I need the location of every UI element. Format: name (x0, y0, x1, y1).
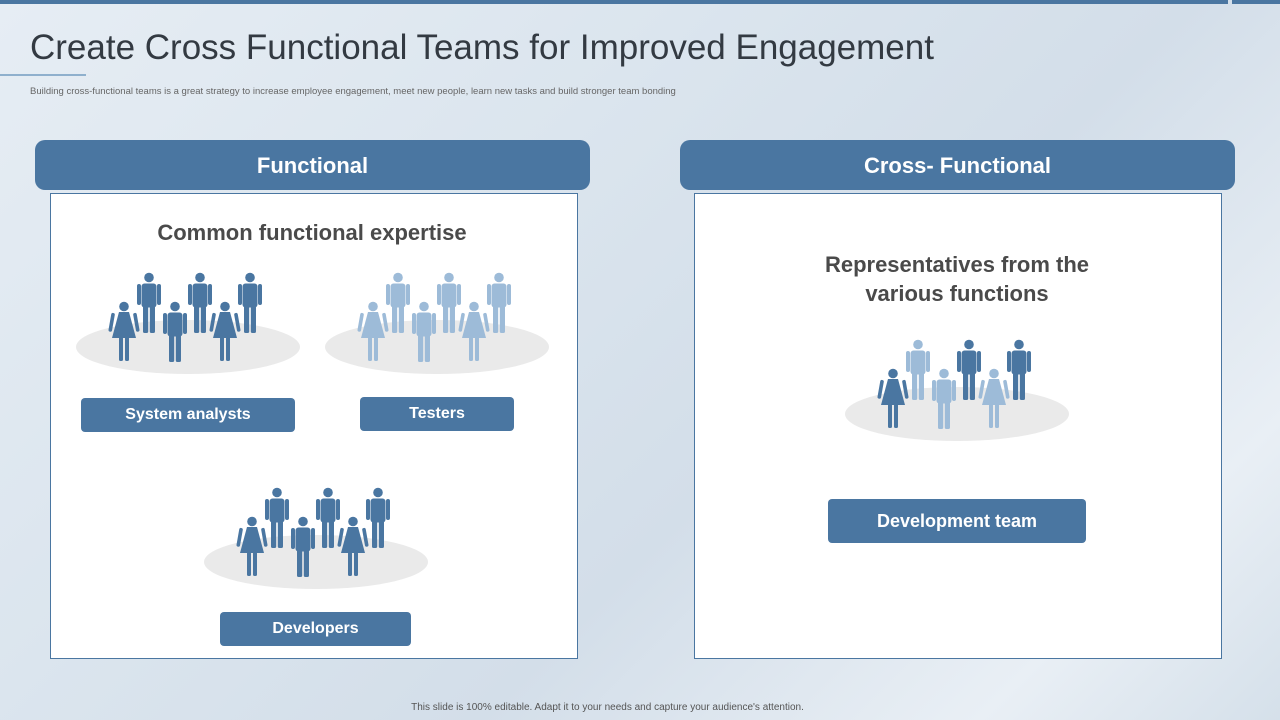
system-analysts-button[interactable]: System analysts (81, 398, 295, 432)
developers-button[interactable]: Developers (220, 612, 411, 646)
development-team-button[interactable]: Development team (828, 499, 1086, 543)
system-analysts-group-icon (75, 262, 301, 382)
cross-functional-header: Cross- Functional (680, 140, 1235, 190)
slide-title: Create Cross Functional Teams for Improv… (30, 28, 934, 67)
slide-footer: This slide is 100% editable. Adapt it to… (411, 702, 804, 713)
title-underline (0, 74, 86, 76)
top-accent-bar (0, 0, 1228, 4)
cross-functional-heading: Representatives from the various functio… (694, 250, 1220, 308)
cross-functional-heading-line1: Representatives from the (824, 252, 1090, 277)
functional-header: Functional (35, 140, 590, 190)
cross-functional-heading-line2: various functions (865, 281, 1049, 306)
mixed-people-group-icon (844, 329, 1070, 449)
testers-button[interactable]: Testers (360, 397, 514, 431)
functional-heading: Common functional expertise (157, 220, 467, 245)
slide-subtitle: Building cross-functional teams is a gre… (30, 86, 676, 97)
top-accent-bar-end (1232, 0, 1280, 4)
testers-group-icon (324, 262, 550, 382)
developers-group-icon (203, 477, 429, 597)
